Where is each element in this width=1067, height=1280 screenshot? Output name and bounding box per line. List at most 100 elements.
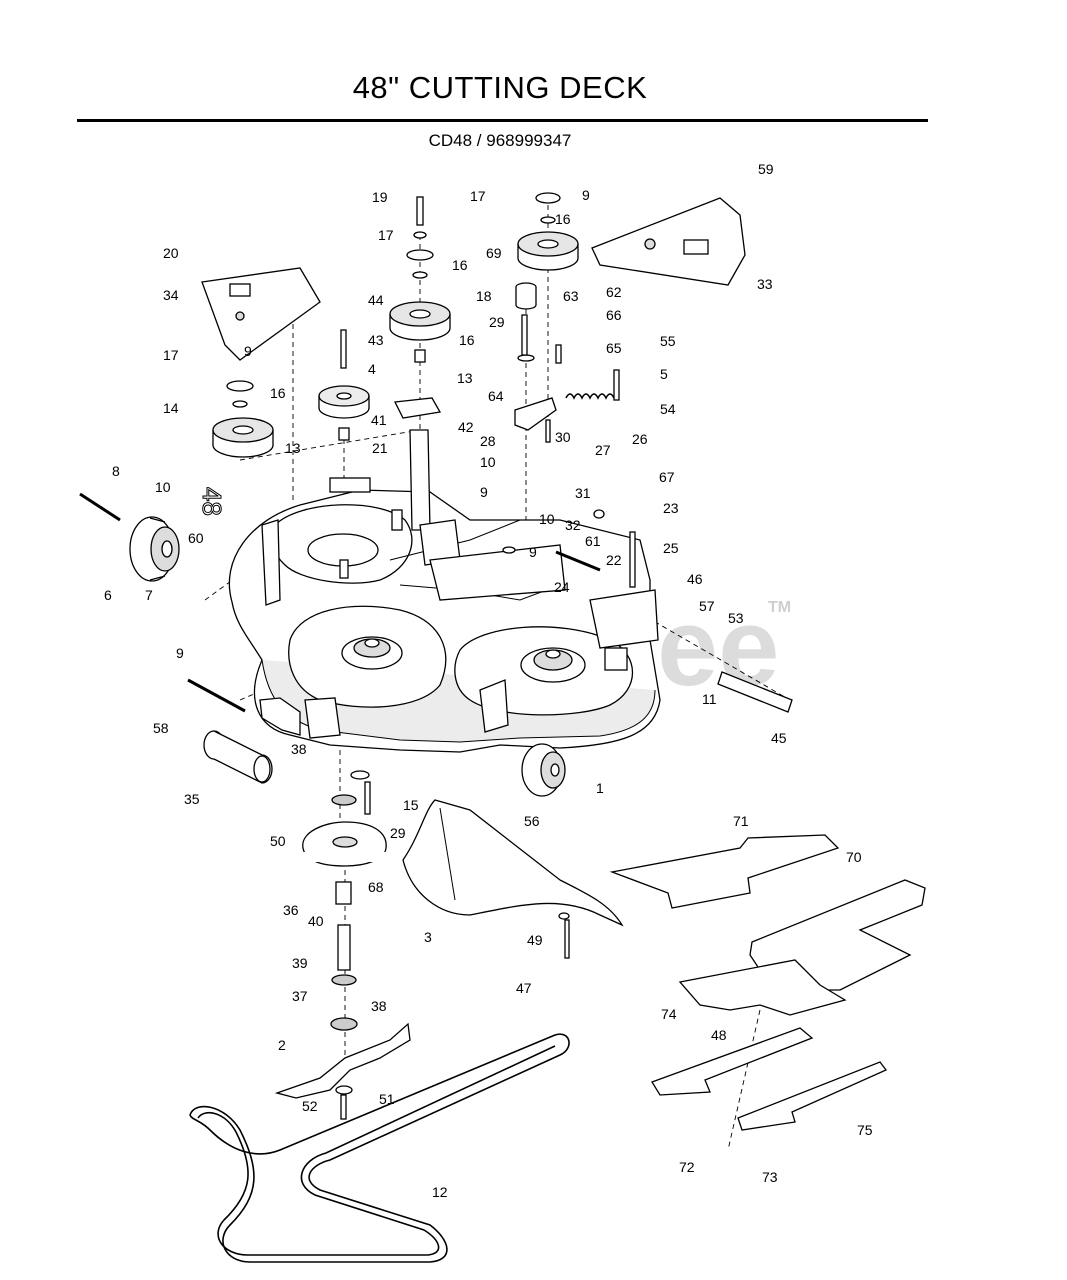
callout: 59	[758, 161, 774, 177]
callout: 17	[163, 347, 179, 363]
callout: 40	[308, 913, 324, 929]
callout: 62	[606, 284, 622, 300]
callout: 3	[424, 929, 432, 945]
callout: 41	[371, 412, 387, 428]
spring	[565, 393, 615, 400]
callout: 16	[270, 385, 286, 401]
spindle-parts	[300, 282, 537, 1031]
pulley-4	[318, 385, 370, 419]
callout: 19	[372, 189, 388, 205]
callout: 32	[565, 517, 581, 533]
bracket-42	[394, 397, 442, 419]
callout: 27	[595, 442, 611, 458]
callout: 1	[596, 780, 604, 796]
callout: 48	[711, 1027, 727, 1043]
mulch-kit	[609, 834, 926, 1131]
watermark-tm: TM	[768, 599, 791, 616]
callout: 68	[368, 879, 384, 895]
callout: 54	[660, 401, 676, 417]
callout: 13	[457, 370, 473, 386]
drive-belt	[189, 1033, 570, 1263]
callout: 11	[702, 691, 717, 707]
callout: 71	[733, 813, 749, 829]
deck-decal-48: 48	[197, 487, 227, 516]
belt-cover-left	[201, 267, 321, 361]
callout: 8	[112, 463, 120, 479]
callout: 38	[291, 741, 307, 757]
callout: 14	[163, 400, 179, 416]
callout: 45	[771, 730, 787, 746]
callout: 60	[188, 530, 204, 546]
callout: 37	[292, 988, 308, 1004]
callout: 39	[292, 955, 308, 971]
callout: 29	[390, 825, 406, 841]
callout: 35	[184, 791, 200, 807]
washers	[226, 192, 605, 1095]
callout: 44	[368, 292, 384, 308]
callout: 15	[403, 797, 419, 813]
callout: 10	[155, 479, 171, 495]
callout: 46	[687, 571, 703, 587]
callout: 55	[660, 333, 676, 349]
callout: 7	[145, 587, 153, 603]
callout: 63	[563, 288, 579, 304]
callout: 43	[368, 332, 384, 348]
callout: 66	[606, 307, 622, 323]
axle-tube	[717, 671, 793, 713]
callout: 67	[659, 469, 675, 485]
callout: 57	[699, 598, 715, 614]
pulley-14	[212, 417, 274, 458]
callout: 21	[372, 440, 388, 456]
callout: 16	[555, 211, 571, 227]
callout: 69	[486, 245, 502, 261]
callout: 53	[728, 610, 744, 626]
callout: 9	[480, 484, 488, 500]
callout: 10	[539, 511, 555, 527]
callout-labels: 1 2 3 4 5 6 7 8 9 10 11 12 13 14 15 16 1…	[104, 161, 873, 1200]
callout: 47	[516, 980, 532, 996]
callout: 24	[554, 579, 570, 595]
callout: 31	[575, 485, 591, 501]
idler-arm	[514, 397, 557, 431]
blade	[274, 1022, 411, 1099]
pulley-62	[517, 231, 579, 271]
callout: 56	[524, 813, 540, 829]
callout: 74	[661, 1006, 677, 1022]
pulley-18	[389, 301, 451, 341]
callout: 51	[379, 1091, 395, 1107]
callout: 20	[163, 245, 179, 261]
callout: 61	[585, 533, 601, 549]
title-rule	[77, 119, 928, 122]
rear-wheel	[521, 743, 566, 797]
callout: 16	[452, 257, 468, 273]
callout: 17	[470, 188, 486, 204]
model-number: CD48 / 968999347	[428, 131, 572, 150]
callout: 70	[846, 849, 862, 865]
callout: 75	[857, 1122, 873, 1138]
callout: 34	[163, 287, 179, 303]
callout: 9	[244, 343, 252, 359]
callout: 13	[285, 440, 301, 456]
callout: 49	[527, 932, 543, 948]
callout: 18	[476, 288, 492, 304]
left-wheel	[129, 516, 180, 582]
callout: 28	[480, 433, 496, 449]
callout: 36	[283, 902, 299, 918]
callout: 58	[153, 720, 169, 736]
cutting-deck	[228, 429, 661, 753]
callout: 2	[278, 1037, 286, 1053]
callout: 5	[660, 366, 668, 382]
callout: 16	[459, 332, 475, 348]
callout: 30	[555, 429, 571, 445]
callout: 52	[302, 1098, 318, 1114]
page-title: 48" CUTTING DECK	[352, 70, 648, 105]
decal-right	[683, 239, 709, 255]
callout: 42	[458, 419, 474, 435]
callout: 65	[606, 340, 622, 356]
callout: 38	[371, 998, 387, 1014]
callout: 64	[488, 388, 504, 404]
callout: 22	[606, 552, 622, 568]
callout: 33	[757, 276, 773, 292]
callout: 12	[432, 1184, 448, 1200]
